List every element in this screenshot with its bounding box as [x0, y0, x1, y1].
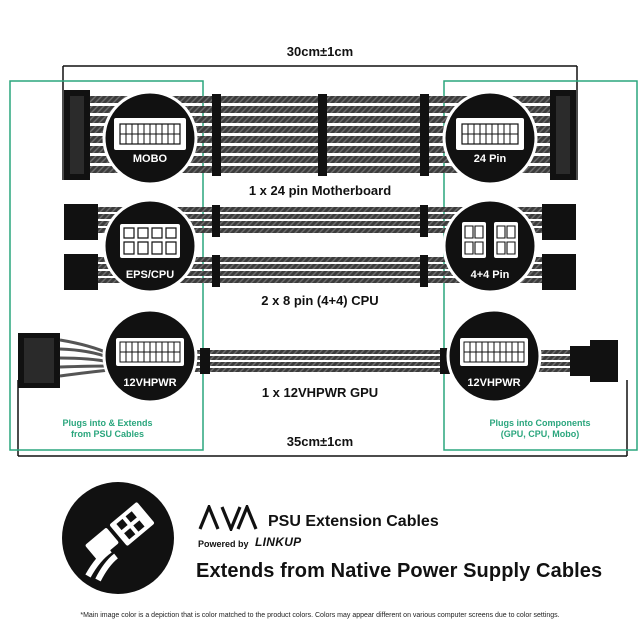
- 24pin-badge-right: [442, 90, 538, 186]
- motherboard-cable-label-wrap: 1 x 24 pin Motherboard: [200, 183, 440, 198]
- eps-cpu-badge-left: [102, 198, 198, 294]
- eps-cpu-badge-caption: EPS/CPU: [126, 269, 174, 281]
- 24pin-badge-caption: 24 Pin: [474, 153, 507, 165]
- 12vhpwr-badge-right: [446, 308, 542, 404]
- gpu-12vhpwr-cable-bundle: [18, 333, 618, 388]
- top-dimension-label: 30cm±1cm: [286, 44, 354, 59]
- cable-diagram: MOBO EPS/CPU 12VHPWR 24 Pin 4+4 Pin 12VH…: [9, 65, 638, 457]
- dimension-line-top: [62, 65, 578, 180]
- psu-side-note-line2: from PSU Cables: [70, 429, 145, 439]
- 4plus4-pin-badge-caption: 4+4 Pin: [471, 269, 510, 281]
- motherboard-cable-bundle: [64, 90, 576, 180]
- gpu-cable-label: 1 x 12VHPWR GPU: [261, 385, 379, 400]
- cpu-cable-label-wrap: 2 x 8 pin (4+4) CPU: [200, 293, 440, 308]
- cpu-cable-label: 2 x 8 pin (4+4) CPU: [261, 293, 379, 308]
- ava-logo: [198, 502, 258, 534]
- ava-logo-mark: [198, 502, 258, 534]
- component-side-note: Plugs into Components (GPU, CPU, Mobo): [455, 418, 625, 440]
- dimension-line-bottom: [17, 380, 628, 457]
- footnote: *Main image color is a depiction that is…: [80, 612, 560, 619]
- headline: Extends from Native Power Supply Cables: [196, 560, 603, 582]
- motherboard-cable-label: 1 x 24 pin Motherboard: [248, 183, 392, 198]
- connector-product-icon: [62, 482, 174, 594]
- linkup-logo: LINKUP: [255, 535, 302, 549]
- cpu-cable-bundle-1: [64, 204, 576, 240]
- psu-side-note: Plugs into & Extends from PSU Cables: [40, 418, 175, 440]
- 12vhpwr-right-badge-caption: 12VHPWR: [467, 377, 520, 389]
- bottom-dimension-label: 35cm±1cm: [270, 434, 370, 449]
- psu-side-note-line1: Plugs into & Extends: [62, 418, 153, 428]
- 12vhpwr-badge-left: [102, 308, 198, 404]
- mobo-badge-caption: MOBO: [133, 153, 168, 165]
- gpu-cable-label-wrap: 1 x 12VHPWR GPU: [200, 385, 440, 400]
- component-side-note-line2: (GPU, CPU, Mobo): [500, 429, 580, 439]
- component-side-note-line1: Plugs into Components: [489, 418, 591, 428]
- 4plus4-pin-badge-right: [442, 198, 538, 294]
- mobo-badge-left: [102, 90, 198, 186]
- 12vhpwr-left-badge-caption: 12VHPWR: [123, 377, 176, 389]
- brand-powered-by: Powered by: [198, 539, 249, 549]
- cpu-cable-bundle-2: [64, 254, 576, 290]
- brand-title: PSU Extension Cables: [268, 513, 439, 530]
